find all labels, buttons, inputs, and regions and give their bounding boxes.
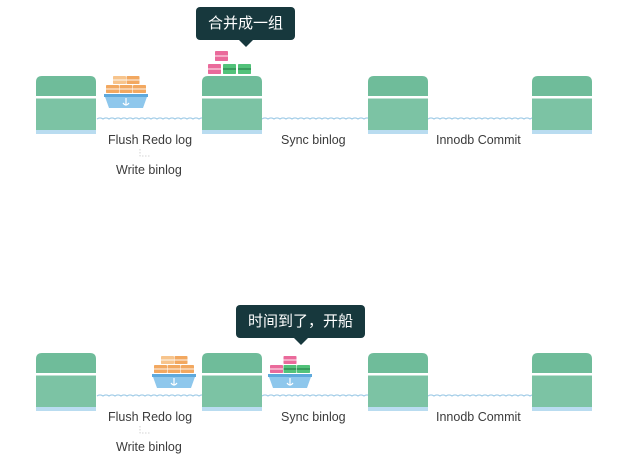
stage1-ship-orange xyxy=(104,76,148,108)
dock-body xyxy=(532,98,592,131)
stage2-wave-3 xyxy=(427,394,537,397)
dock-water xyxy=(36,130,96,134)
stage1-write-label: Write binlog xyxy=(116,163,182,177)
stage1-callout: 合并成一组 xyxy=(196,7,296,47)
stage2-dock-3 xyxy=(368,353,428,411)
dock-body xyxy=(532,375,592,408)
container-stripe xyxy=(119,88,133,90)
dock-top xyxy=(532,76,592,96)
dock-top xyxy=(532,353,592,373)
anchor-icon xyxy=(122,98,130,106)
stage2-flush-label: Flush Redo log xyxy=(108,410,193,424)
dock-body xyxy=(36,98,96,131)
stage1-commit-label: Innodb Commit xyxy=(436,133,521,147)
container-stripe xyxy=(133,88,146,90)
container-stripe xyxy=(297,368,310,370)
dock-water xyxy=(36,407,96,411)
stage1-dock-1 xyxy=(36,76,96,134)
dock-stripe xyxy=(532,96,592,99)
container-stripe xyxy=(215,55,228,57)
stage2-write-label: Write binlog xyxy=(116,440,182,454)
anchor-icon xyxy=(286,378,294,386)
container-stripe xyxy=(181,368,194,370)
stage1-sync-label: Sync binlog xyxy=(281,133,346,147)
stage2-callout: 时间到了，开船 xyxy=(236,305,366,345)
container-stripe xyxy=(283,359,297,361)
stage2-sync-label: Sync binlog xyxy=(281,410,346,424)
dock-body xyxy=(368,98,428,131)
ship-deck xyxy=(152,374,196,377)
container-stripe xyxy=(238,68,251,70)
stage1-wave-2 xyxy=(261,117,371,120)
dock-top xyxy=(202,353,262,373)
dock-body xyxy=(202,98,262,131)
dock-body xyxy=(368,375,428,408)
dock-water xyxy=(202,130,262,134)
dock-stripe xyxy=(368,96,428,99)
dock-stripe xyxy=(36,373,96,376)
stage2-connector xyxy=(139,426,150,434)
stage2-wave-1 xyxy=(96,394,206,397)
dock-stripe xyxy=(36,96,96,99)
ship-deck xyxy=(104,94,148,97)
dock-top xyxy=(202,76,262,96)
stage1-dock-2 xyxy=(202,76,262,134)
container-stripe xyxy=(154,368,167,370)
dock-stripe xyxy=(202,96,262,99)
container-stripe xyxy=(113,79,126,81)
dock-water xyxy=(532,407,592,411)
dock-stripe xyxy=(532,373,592,376)
stage1-grouped-containers xyxy=(208,51,251,74)
stage1-dock-3 xyxy=(368,76,428,134)
container-stripe xyxy=(106,88,119,90)
container-stripe xyxy=(126,79,140,81)
container-stripe xyxy=(208,68,221,70)
stage2-dock-1 xyxy=(36,353,96,411)
container-stripe xyxy=(270,368,283,370)
dock-body xyxy=(202,375,262,408)
anchor-icon xyxy=(170,378,178,386)
dock-stripe xyxy=(202,373,262,376)
container-stripe xyxy=(161,359,174,361)
container-stripe xyxy=(167,368,181,370)
stage2-dock-4 xyxy=(532,353,592,411)
ship-deck xyxy=(268,374,312,377)
stage2-commit-label: Innodb Commit xyxy=(436,410,521,424)
container-stripe xyxy=(283,368,297,370)
dock-water xyxy=(368,130,428,134)
dock-top xyxy=(368,76,428,96)
stage1-flush-label: Flush Redo log xyxy=(108,133,193,147)
container-stripe xyxy=(174,359,188,361)
stage1-wave-3 xyxy=(427,117,537,120)
container-stripe xyxy=(223,68,236,70)
dock-water xyxy=(532,130,592,134)
stage2-wave-2 xyxy=(261,394,371,397)
dock-water xyxy=(202,407,262,411)
stage2-ship-mixed xyxy=(268,356,312,388)
stage1-dock-4 xyxy=(532,76,592,134)
dock-top xyxy=(36,353,96,373)
stage1-wave-1 xyxy=(96,117,206,120)
dock-top xyxy=(36,76,96,96)
dock-water xyxy=(368,407,428,411)
stage1-connector xyxy=(139,149,150,157)
dock-top xyxy=(368,353,428,373)
stage2-dock-2 xyxy=(202,353,262,411)
dock-body xyxy=(36,375,96,408)
dock-stripe xyxy=(368,373,428,376)
stage2-ship-orange xyxy=(152,356,196,388)
